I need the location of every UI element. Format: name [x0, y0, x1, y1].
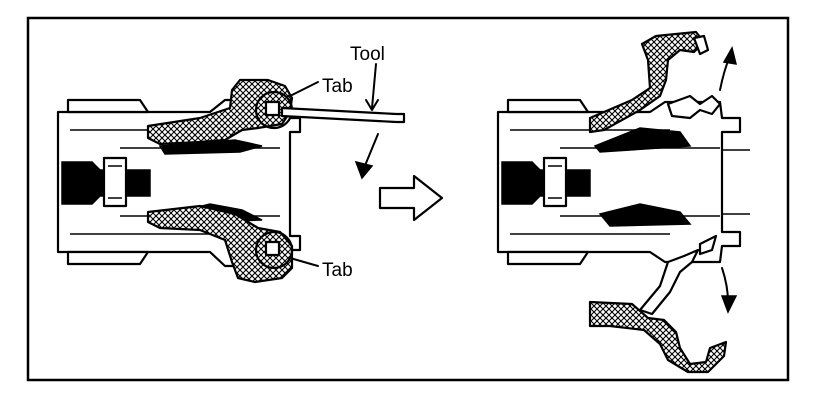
tool-icon [280, 106, 406, 124]
label-tool: Tool [350, 44, 385, 65]
label-tab-bottom: Tab [322, 260, 353, 281]
transition-arrow-icon [378, 174, 444, 222]
tab-top-leader [289, 81, 319, 97]
retainer-bottom-left [146, 204, 294, 284]
collar-bottom-left [66, 250, 150, 266]
retainer-bottom-right [588, 300, 728, 374]
label-tab-top: Tab [322, 76, 353, 97]
connector-released [496, 98, 750, 266]
tab-top-right [692, 34, 710, 56]
connector-assembled [56, 78, 302, 284]
retainer-top-right [588, 30, 706, 134]
collar-top-left [66, 98, 150, 114]
pry-arrow-icon [363, 133, 379, 169]
tool-leader-line [371, 63, 377, 109]
tab-bottom-leader [289, 257, 319, 267]
figure-frame [26, 16, 790, 382]
tab-bottom-callout [254, 230, 294, 270]
